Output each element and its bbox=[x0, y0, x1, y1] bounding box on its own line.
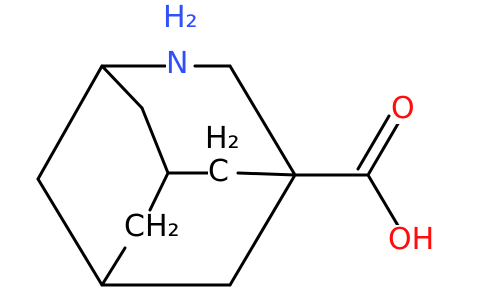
ch2-upper-c-label: C bbox=[208, 154, 229, 189]
bond bbox=[148, 171, 170, 212]
hydroxyl-label: OH bbox=[388, 222, 435, 257]
bond bbox=[100, 64, 144, 110]
bond bbox=[228, 173, 297, 287]
ch2-lower-label: CH₂ bbox=[124, 209, 180, 244]
bond bbox=[100, 246, 127, 287]
bond bbox=[228, 64, 297, 177]
bond bbox=[36, 64, 104, 181]
ch2-upper-h-label: H₂ bbox=[205, 121, 240, 156]
bond bbox=[366, 120, 401, 177]
nh2-label: H₂ bbox=[163, 0, 198, 35]
bond bbox=[356, 114, 391, 171]
bond bbox=[236, 171, 297, 177]
nitrogen-label: N bbox=[166, 46, 189, 81]
bond bbox=[36, 177, 104, 287]
carbonyl-oxygen-label: O bbox=[391, 91, 415, 126]
bond bbox=[366, 173, 402, 231]
bond bbox=[140, 106, 170, 175]
